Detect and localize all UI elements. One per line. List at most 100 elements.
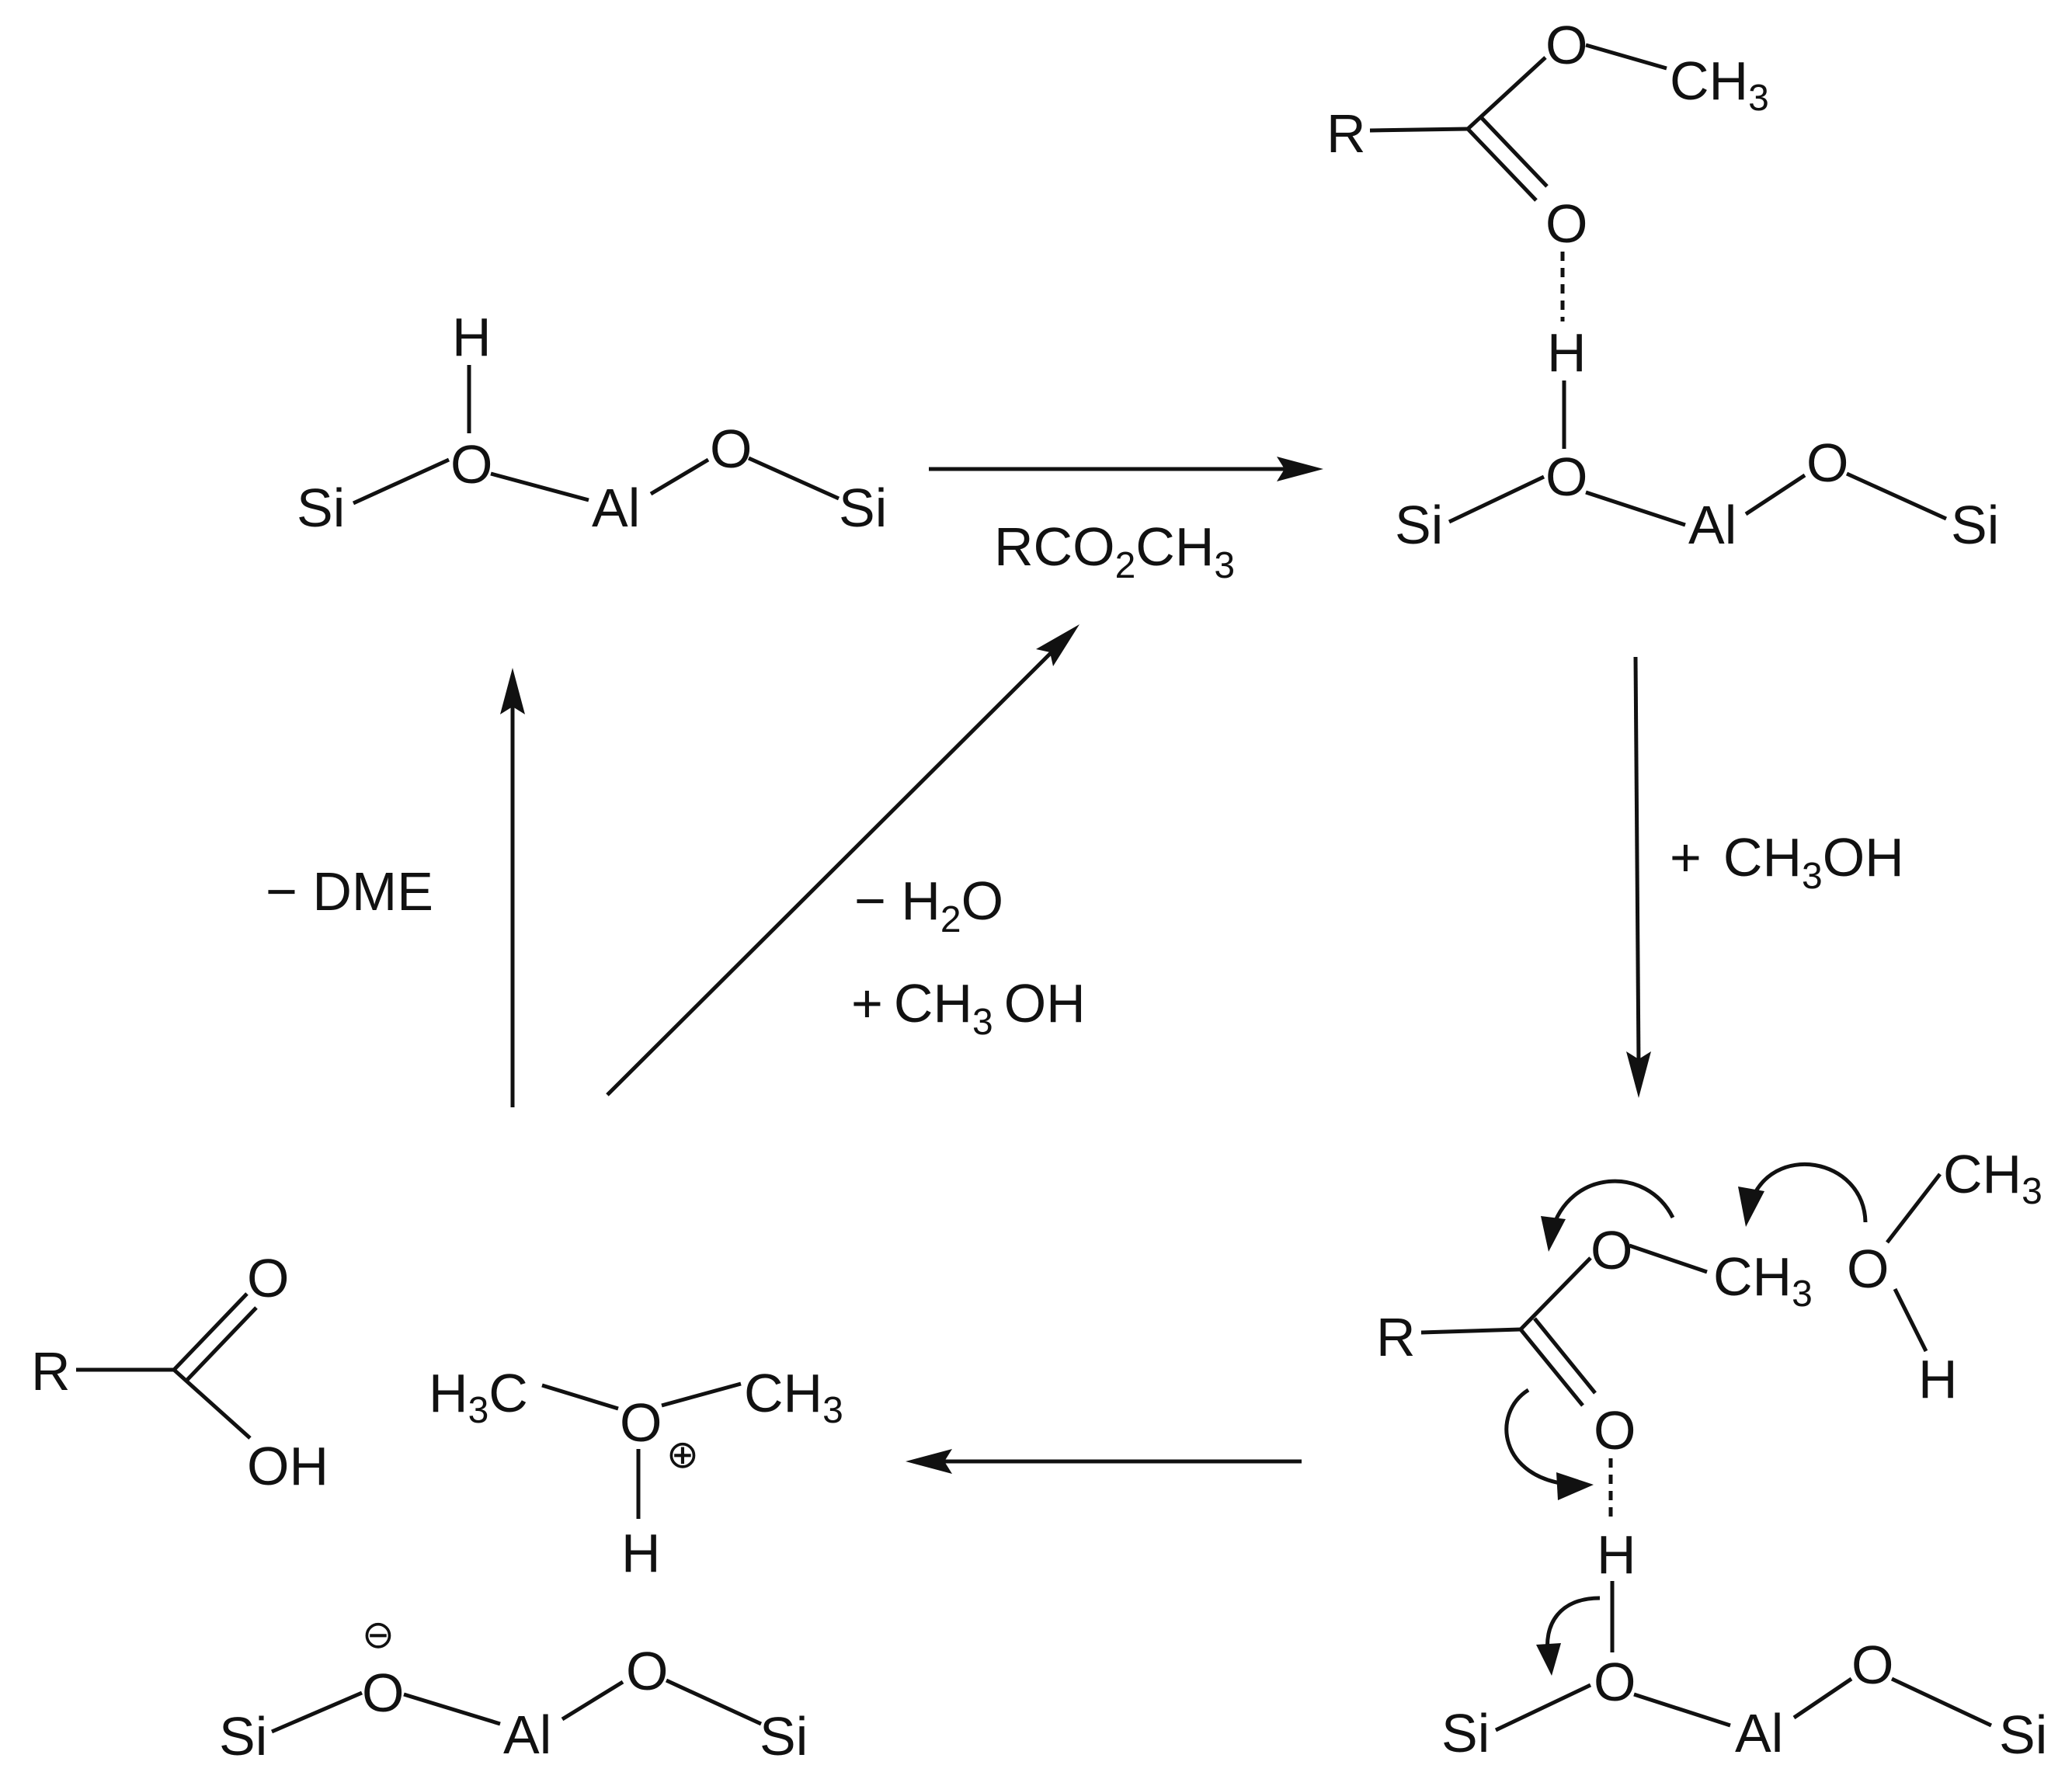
atom-h: H (1918, 1349, 1958, 1409)
bond (403, 1692, 501, 1726)
atom-h: H (1597, 1524, 1636, 1585)
atom-o: O (247, 1248, 289, 1308)
bond (1744, 473, 1806, 516)
bond (1479, 115, 1549, 188)
atom-h: H (1547, 322, 1587, 383)
atom-si: Si (839, 478, 887, 538)
atom-si: Si (1395, 495, 1443, 555)
arrowhead (906, 1449, 952, 1474)
atom-al: Al (592, 478, 640, 538)
arrowhead (1626, 1051, 1651, 1098)
bond (1369, 127, 1469, 133)
atom-si: Si (1999, 1704, 2047, 1765)
atom-h: H (452, 307, 492, 367)
arrowhead (500, 668, 525, 714)
atom-al: Al (1735, 1703, 1783, 1763)
arrowhead (1036, 624, 1079, 666)
bond (1585, 43, 1667, 71)
bond (1533, 1317, 1597, 1395)
curly-arrow (1504, 1388, 1573, 1487)
atom-o: O (1851, 1635, 1893, 1695)
curly-arrow-head (1738, 1187, 1764, 1227)
bond (1886, 1173, 1942, 1244)
bond (1845, 471, 1948, 521)
atom-o-carbonyl: O (1594, 1400, 1636, 1461)
bond (1629, 1243, 1708, 1274)
curly-arrow-head (1536, 1643, 1561, 1676)
atom-o: O (1806, 433, 1848, 493)
atom-si: Si (1441, 1703, 1490, 1763)
arrow-methanol-addition (1633, 656, 1641, 1065)
methyl-h3c: H3C (429, 1363, 528, 1431)
reagent-ester: RCO2CH3 (994, 516, 1235, 586)
bond (1494, 1683, 1592, 1732)
positive-charge: ⊕ (666, 1433, 699, 1476)
methyl-ch3: CH3 (1943, 1144, 2042, 1212)
bond (1420, 1327, 1521, 1335)
bond (1792, 1676, 1853, 1720)
acid-site-top-left: Si O H Al O Si (297, 307, 887, 538)
atom-r: R (1376, 1307, 1416, 1367)
bond (1519, 1328, 1584, 1407)
atom-si: Si (219, 1706, 267, 1767)
atom-o-ether: O (1591, 1220, 1632, 1280)
curly-arrow-head (1541, 1216, 1566, 1252)
bond (541, 1383, 619, 1411)
bond (561, 1680, 624, 1722)
atom-si: Si (1951, 495, 1999, 555)
methyl-ch3: CH3 (1713, 1246, 1813, 1315)
atom-o-bridging: O (1545, 446, 1587, 507)
atom-o-carbonyl: O (1545, 193, 1587, 254)
reagent-methanol-right: +CH3OH (1670, 827, 1904, 897)
atom-o: O (710, 419, 752, 479)
reagent-minus-water: − H2O (854, 870, 1003, 940)
bond (1466, 127, 1538, 202)
bond (185, 1306, 258, 1382)
arrow-esterification (606, 648, 1056, 1096)
bond (1448, 474, 1545, 524)
bond (352, 457, 450, 506)
reagent-minus-dme: − DME (266, 861, 433, 922)
atom-o-methanol: O (1847, 1239, 1889, 1299)
atom-o: O (626, 1641, 668, 1701)
arrowhead (1277, 457, 1323, 481)
bond (271, 1690, 363, 1734)
hydroxyl-oh: OH (247, 1436, 329, 1496)
bond (1519, 1256, 1592, 1331)
atom-o-bridging: O (450, 434, 492, 495)
atom-o-ether: O (1545, 15, 1587, 75)
bond (661, 1381, 742, 1408)
atom-o-bridging: O (362, 1663, 404, 1723)
bond (747, 456, 840, 501)
adsorbed-ester-top-right: R O CH3 O H Si O Al O Si (1326, 15, 1999, 555)
reaction-arrows (500, 457, 1651, 1474)
bond (649, 457, 710, 496)
bond (172, 1368, 252, 1440)
transition-complex-bottom-right: R O CH3 O CH3 H O H Si O Al O Si (1376, 1144, 2047, 1765)
atom-h: H (621, 1523, 661, 1583)
bond (172, 1292, 249, 1371)
bond (665, 1678, 763, 1726)
methyl-ch3: CH3 (744, 1363, 843, 1431)
atom-si: Si (760, 1706, 808, 1767)
atom-si: Si (297, 478, 345, 538)
negative-charge: ⊖ (362, 1613, 395, 1656)
atom-o-bridging: O (1594, 1652, 1636, 1712)
curly-arrow-head (1556, 1472, 1594, 1500)
curly-arrow (1748, 1162, 1868, 1223)
products-bottom-left: R O OH H3C O ⊕ CH3 H ⊖ Si O Al O Si (31, 1248, 843, 1767)
bond (1633, 1692, 1731, 1728)
bond (1585, 490, 1686, 527)
atom-al: Al (503, 1704, 551, 1765)
bond (1893, 1287, 1928, 1353)
atom-al: Al (1688, 495, 1737, 555)
bond (490, 471, 589, 502)
bond (1890, 1676, 1993, 1728)
methyl-ch3: CH3 (1670, 50, 1769, 119)
atom-r: R (31, 1341, 71, 1402)
atom-r: R (1326, 103, 1366, 164)
atom-o-oxonium: O (620, 1392, 662, 1453)
